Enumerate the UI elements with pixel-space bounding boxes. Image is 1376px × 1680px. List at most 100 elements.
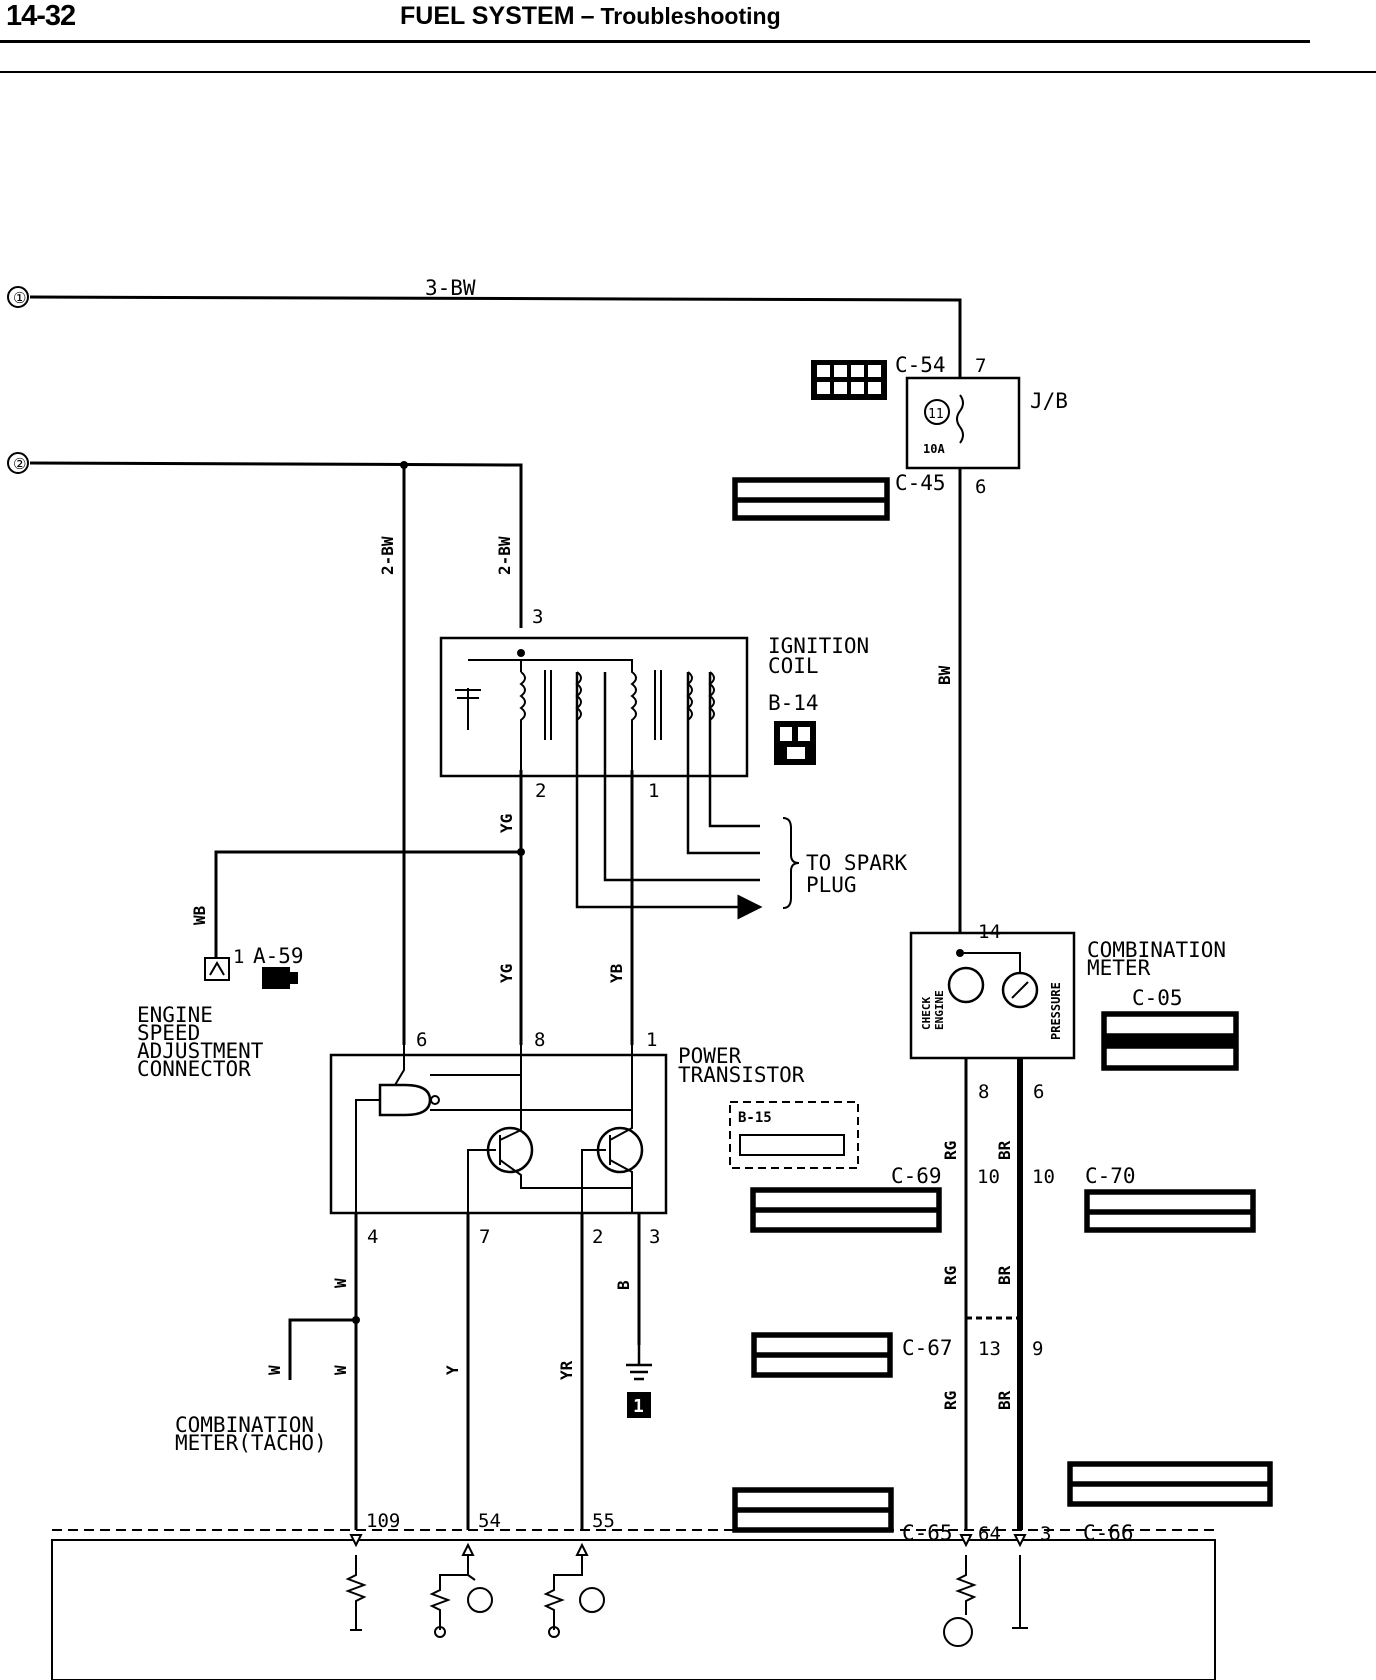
engine-speed-adjustment-connector: ENGINE SPEED ADJUSTMENT CONNECTOR <box>137 957 264 1081</box>
pin-a59-1: 1 <box>233 946 244 968</box>
power-transistor-label-2: TRANSISTOR <box>678 1063 805 1087</box>
pin-coil-2: 2 <box>535 780 546 802</box>
c05-connector-face <box>1101 1011 1239 1071</box>
tacho-label-1: COMBINATION <box>175 1413 314 1437</box>
b15-connector-face <box>729 1101 859 1169</box>
wire-wb <box>214 850 521 958</box>
pin-pt-3: 3 <box>649 1226 660 1248</box>
check-engine-label-2: ENGINE <box>933 990 946 1030</box>
power-transistor: POWER TRANSISTOR <box>329 1044 805 1215</box>
wire-code-b: B <box>614 1280 633 1290</box>
connector-b14: B-14 <box>768 691 819 715</box>
wire-code-rg1: RG <box>941 1141 960 1160</box>
pin-64: 64 <box>978 1523 1001 1545</box>
pin-pt-4: 4 <box>367 1226 378 1248</box>
input-1: ① <box>7 286 29 308</box>
c67-connector-face <box>751 1332 893 1378</box>
wire-code-2bw-a: 2-BW <box>378 536 397 575</box>
title-dash: – <box>580 2 595 30</box>
header-rule-bottom <box>0 71 1376 73</box>
page-title: FUEL SYSTEM–Troubleshooting <box>400 2 781 31</box>
ecu-block <box>51 1529 1216 1680</box>
wire-code-br2: BR <box>995 1265 1014 1285</box>
a59-connector-face <box>262 967 298 989</box>
connector-c70: C-70 <box>1085 1164 1136 1188</box>
pin-pt-6: 6 <box>416 1029 427 1051</box>
page-number: 14-32 <box>6 0 76 32</box>
ignition-coil-label-2: COIL <box>768 654 819 678</box>
c65-connector-face <box>732 1487 894 1533</box>
wire-code-rg3: RG <box>941 1391 960 1410</box>
fuse-rating: 10A <box>923 442 945 456</box>
input-1-label: ① <box>13 289 26 307</box>
esa-label-4: CONNECTOR <box>137 1057 251 1081</box>
connector-c69: C-69 <box>891 1164 942 1188</box>
pin-coil-1: 1 <box>648 780 659 802</box>
pin-coil-3: 3 <box>532 606 543 628</box>
pin-c54-7: 7 <box>975 355 986 377</box>
pin-pt-2: 2 <box>592 1226 603 1248</box>
c45-connector-face <box>732 477 890 521</box>
pin-109: 109 <box>366 1510 400 1532</box>
pin-54: 54 <box>478 1510 501 1532</box>
connector-c66: C-66 <box>1083 1521 1134 1545</box>
pin-c69-10: 10 <box>977 1166 1000 1188</box>
spark-plug-outputs: TO SPARK PLUG <box>745 817 908 908</box>
pin-pt-1: 1 <box>646 1029 657 1051</box>
wire-code-w2: W <box>265 1365 284 1375</box>
check-engine-label-1: CHECK <box>920 997 933 1030</box>
header-rule-top <box>0 40 1310 43</box>
spark-plug-label-1: TO SPARK <box>806 851 908 875</box>
connector-c67: C-67 <box>902 1336 953 1360</box>
c66-connector-face <box>1067 1461 1273 1507</box>
combination-meter: CHECK ENGINE PRESSURE COMBINATION METER <box>909 931 1226 1060</box>
comb-meter-label-1: COMBINATION <box>1087 938 1226 962</box>
wire-code-yg-mid: YG <box>497 964 516 983</box>
ignition-coil-label-1: IGNITION <box>768 634 869 658</box>
wire-2bw-top <box>29 461 523 628</box>
ignition-coil: IGNITION COIL <box>439 634 869 778</box>
wire-spark-1 <box>708 672 745 828</box>
jb-label: J/B <box>1030 389 1068 413</box>
esa-label-2: SPEED <box>137 1021 200 1045</box>
pin-c67-9: 9 <box>1032 1338 1043 1360</box>
connector-c65: C-65 <box>902 1521 953 1545</box>
fuse-number: 11 <box>928 407 944 422</box>
wire-code-wb: WB <box>190 905 209 925</box>
wire-code-rg2: RG <box>941 1266 960 1285</box>
pin-pt-8: 8 <box>534 1029 545 1051</box>
c70-connector-face <box>1084 1189 1256 1233</box>
wire-code-2bw-b: 2-BW <box>495 536 514 575</box>
wire-spark-3 <box>603 672 745 882</box>
section-title: FUEL SYSTEM <box>400 2 575 30</box>
wire-code-yr: YR <box>557 1360 576 1380</box>
esa-label-3: ADJUSTMENT <box>137 1039 264 1063</box>
junction-block: 11 10A J/B <box>905 376 1068 470</box>
spark-plug-label-2: PLUG <box>806 873 857 897</box>
connector-a59: A-59 <box>253 944 304 968</box>
input-2-label: ② <box>13 455 26 473</box>
pin-meter-14: 14 <box>978 921 1001 943</box>
pin-c45-6: 6 <box>975 476 986 498</box>
tacho-label-2: METER(TACHO) <box>175 1431 327 1455</box>
connector-c54: C-54 <box>895 353 946 377</box>
page-header: 14-32 FUEL SYSTEM–Troubleshooting <box>0 0 1376 73</box>
wire-spark-2 <box>686 672 745 855</box>
pressure-label: PRESSURE <box>1049 982 1063 1040</box>
wire-code-w3: W <box>331 1365 350 1375</box>
wire-spark-4 <box>575 672 745 909</box>
pin-meter-6: 6 <box>1033 1081 1044 1103</box>
comb-meter-label-2: METER <box>1087 956 1151 980</box>
connector-b15: B-15 <box>738 1110 772 1126</box>
pin-pt-7: 7 <box>479 1226 490 1248</box>
connector-c45: C-45 <box>895 471 946 495</box>
pin-c66-3: 3 <box>1040 1523 1051 1545</box>
wire-code-3bw: 3-BW <box>425 276 476 300</box>
wire-code-bw: BW <box>935 665 954 685</box>
wire-code-br1: BR <box>995 1140 1014 1160</box>
wire-w-branch <box>288 1318 356 1380</box>
wire-code-br3: BR <box>995 1390 1014 1410</box>
pin-c70-10: 10 <box>1032 1166 1055 1188</box>
connector-c05: C-05 <box>1132 986 1183 1010</box>
